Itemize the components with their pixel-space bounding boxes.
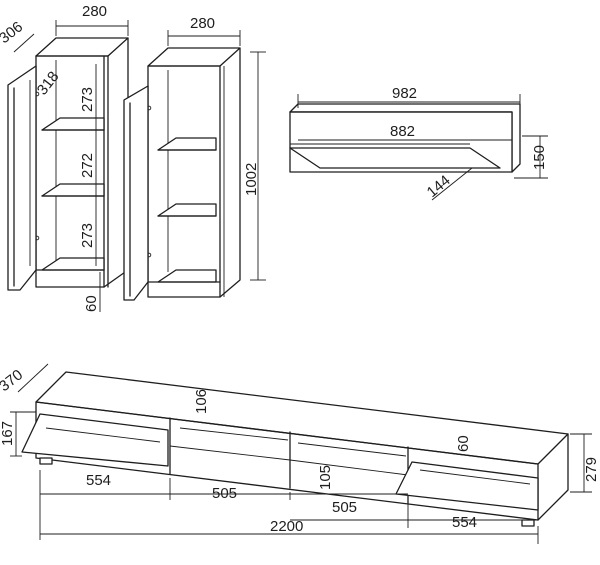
label-tv-inner-top: 106 — [193, 389, 210, 414]
label-door-depth: 318 — [34, 68, 63, 98]
label-shelf-inner: 882 — [390, 123, 415, 140]
label-section-1: 554 — [86, 472, 111, 489]
label-left-depth: 306 — [0, 18, 26, 47]
label-plinth: 60 — [83, 295, 100, 312]
label-shelf-depth: 144 — [424, 172, 454, 201]
left-cabinet — [7, 37, 129, 291]
label-tv-inner-bottom: 105 — [317, 465, 334, 490]
label-section-3: 505 — [332, 499, 357, 516]
label-section-4: 554 — [452, 514, 477, 531]
dimension-labels: 280 306 318 273 272 273 60 280 1002 982 … — [0, 3, 600, 535]
label-shelf-mid: 272 — [79, 153, 96, 178]
label-tv-inner-right: 60 — [455, 435, 472, 452]
wall-shelf — [289, 103, 521, 173]
label-tv-drawer: 167 — [0, 421, 16, 446]
label-shelf-height: 150 — [531, 145, 548, 170]
label-tv-height: 279 — [583, 457, 600, 482]
label-total-length: 2200 — [270, 518, 303, 535]
right-cabinet — [123, 47, 241, 301]
label-shelf-bottom: 273 — [79, 223, 96, 248]
label-left-width: 280 — [82, 3, 107, 20]
label-right-width: 280 — [190, 15, 215, 32]
label-shelf-top: 273 — [79, 87, 96, 112]
label-shelf-length: 982 — [392, 85, 417, 102]
label-tv-depth: 370 — [0, 366, 26, 395]
label-section-2: 505 — [212, 485, 237, 502]
dimension-lines — [10, 20, 592, 544]
label-right-height: 1002 — [243, 163, 260, 196]
tv-unit — [21, 371, 569, 527]
